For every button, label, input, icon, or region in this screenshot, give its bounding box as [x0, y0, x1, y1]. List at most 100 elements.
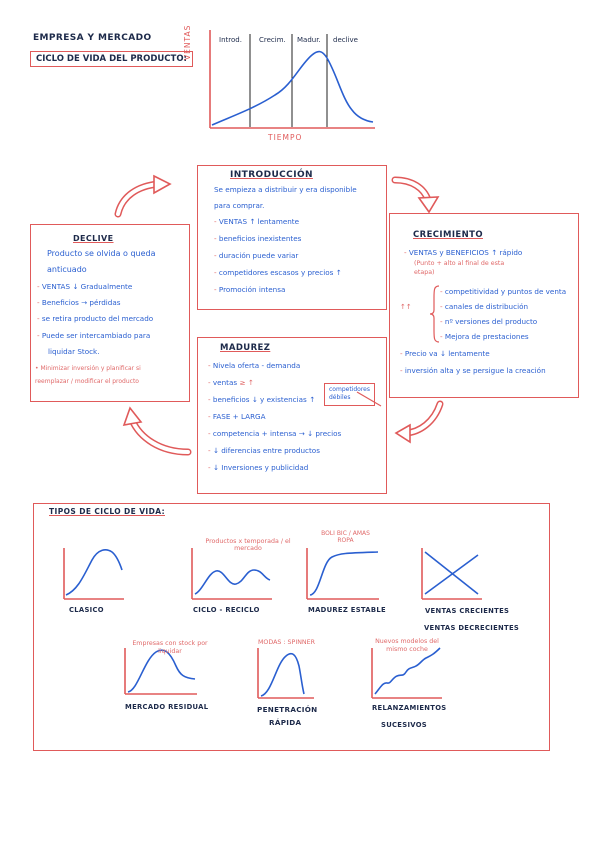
declive-lead-line-1: Producto se olvida o queda	[47, 249, 156, 258]
tipos-box: TIPOS DE CICLO DE VIDA:	[33, 503, 550, 751]
arrow-declive-to-introduccion	[114, 174, 172, 218]
madurez-side-note-line-2: débiles	[329, 394, 351, 402]
tipo-label-sucesivos: SUCESIVOS	[381, 721, 427, 729]
introduccion-lead-line-2: para comprar.	[214, 201, 265, 210]
declive-item: - Beneficios → pérdidas	[37, 298, 121, 307]
tipo-note-mercado-residual: Empresas con stock por liquidar	[126, 640, 214, 655]
introduccion-item-text: beneficios inexistentes	[218, 234, 302, 243]
crecimiento-item: - Precio va ↓ lentamente	[400, 349, 490, 358]
tipo-note-madurez-estable: BOLI BIC / AMAS ROPA	[318, 530, 373, 544]
crecimiento-note-line-2: etapa)	[414, 269, 435, 276]
madurez-item: - ventas ≥ ↑	[208, 378, 254, 387]
madurez-title: MADUREZ	[220, 343, 271, 353]
madurez-item-text: FASE + LARGA	[212, 412, 266, 421]
tipo-label-mercado-residual: MERCADO RESIDUAL	[125, 703, 209, 711]
madurez-item: - Nivela oferta - demanda	[208, 361, 301, 370]
topic-title-text: CICLO DE VIDA DEL PRODUCTO:	[36, 54, 187, 64]
madurez-box: MADUREZ - Nivela oferta - demanda - vent…	[197, 337, 387, 494]
top-chart-xlabel: TIEMPO	[268, 133, 303, 142]
chart-ventas-cruzadas	[421, 548, 482, 600]
phase-label-declive: declive	[333, 36, 358, 44]
crecimiento-group-marker: ↑↑	[400, 303, 412, 311]
introduccion-item: - Promoción intensa	[214, 285, 286, 294]
crecimiento-item: - inversión alta y se persigue la creaci…	[400, 366, 546, 375]
chart-madurez-estable	[306, 548, 379, 600]
arrow-crecimiento-to-madurez	[394, 400, 444, 444]
introduccion-item: - competidores escasos y precios ↑	[214, 268, 342, 277]
tipo-label-clasico: CLASICO	[69, 606, 104, 614]
madurez-item-text: Nivela oferta - demanda	[212, 361, 301, 370]
declive-tip-line-1: • Minimizar inversión y planificar si	[35, 365, 141, 372]
crecimiento-note: (Punto + alto al final de esta etapa)	[414, 260, 504, 276]
madurez-item-text: ↓ diferencias entre productos	[212, 446, 320, 455]
crecimiento-group-item-text: canales de distribución	[444, 302, 529, 311]
tipo-note-relanzamientos: Nuevos modelos del mismo coche	[372, 638, 442, 653]
chart-penetracion-rapida	[257, 648, 314, 699]
chart-relanzamientos	[371, 647, 442, 699]
declive-item-text: VENTAS ↓ Gradualmente	[41, 282, 133, 291]
madurez-item: - ↓ diferencias entre productos	[208, 446, 320, 455]
madurez-item-text: beneficios ↓ y existencias ↑	[212, 395, 316, 404]
declive-lead-line-2: anticuado	[47, 265, 87, 274]
tipo-note-madurez-estable-text: BOLI BIC / AMAS ROPA	[321, 530, 370, 544]
declive-item-text: se retira producto del mercado	[41, 314, 154, 323]
introduccion-item-text: Promoción intensa	[218, 285, 286, 294]
introduccion-item-text: VENTAS ↑ lentamente	[218, 217, 300, 226]
declive-item-text: liquidar Stock.	[48, 347, 100, 356]
crecimiento-group-item-text: Mejora de prestaciones	[444, 332, 529, 341]
introduccion-item-text: duración puede variar	[218, 251, 299, 260]
tipo-note-penetracion: MODAS : SPINNER	[258, 639, 315, 646]
madurez-side-note-line-1: competidores	[329, 386, 370, 393]
tipos-title: TIPOS DE CICLO DE VIDA:	[49, 507, 165, 516]
tipo-label-ciclo-reciclo: CICLO - RECICLO	[193, 606, 260, 614]
declive-item: liquidar Stock.	[48, 348, 100, 355]
phase-label-madur: Madur.	[297, 36, 321, 44]
chart-mercado-residual	[124, 648, 197, 695]
phase-label-crecim: Crecim.	[259, 36, 286, 44]
arrow-introduccion-to-crecimiento	[391, 176, 440, 214]
madurez-item: - beneficios ↓ y existencias ↑	[208, 395, 316, 404]
crecimiento-title: CRECIMIENTO	[413, 230, 483, 240]
crecimiento-item-text: inversión alta y se persigue la creación	[404, 366, 546, 375]
madurez-side-note: competidores débiles	[324, 383, 375, 406]
crecimiento-item: - VENTAS y BENEFICIOS ↑ rápido	[404, 248, 523, 257]
introduccion-item: - VENTAS ↑ lentamente	[214, 217, 300, 226]
tipo-label-madurez-estable: MADUREZ ESTABLE	[308, 606, 386, 614]
crecimiento-group-item: - nº versiones del producto	[440, 317, 538, 326]
crecimiento-item-text: Precio va ↓ lentamente	[404, 349, 490, 358]
introduccion-item: - beneficios inexistentes	[214, 234, 302, 243]
subject-title: EMPRESA Y MERCADO	[33, 33, 152, 43]
tipo-label-relanzamientos: RELANZAMIENTOS	[372, 704, 447, 712]
introduccion-item: - duración puede variar	[214, 251, 299, 260]
madurez-side-arrow	[356, 391, 382, 407]
declive-item: - Puede ser intercambiado para	[37, 331, 151, 340]
crecimiento-item-text: VENTAS y BENEFICIOS ↑ rápido	[408, 248, 523, 257]
crecimiento-group-item-text: nº versiones del producto	[444, 317, 538, 326]
introduccion-lead-line-1: Se empieza a distribuir y era disponible	[214, 185, 357, 194]
madurez-item-text: ventas	[212, 378, 238, 387]
declive-box: DECLIVE Producto se olvida o queda antic…	[30, 224, 190, 402]
declive-title: DECLIVE	[73, 234, 114, 243]
tipo-label-rapida: RÁPIDA	[269, 718, 302, 727]
madurez-item-text: competencia + intensa → ↓ precios	[212, 429, 342, 438]
introduccion-title: INTRODUCCIÓN	[230, 170, 313, 180]
crecimiento-group-item-text: competitividad y puntos de venta	[444, 287, 567, 296]
top-chart-curve	[211, 50, 374, 126]
declive-item-text: Puede ser intercambiado para	[41, 331, 151, 340]
tipo-label-penetracion: PENETRACIÓN	[257, 705, 318, 714]
declive-item: - se retira producto del mercado	[37, 314, 154, 323]
declive-item: - VENTAS ↓ Gradualmente	[37, 282, 133, 291]
crecimiento-group-item: - Mejora de prestaciones	[440, 332, 529, 341]
introduccion-box: INTRODUCCIÓN Se empieza a distribuir y e…	[197, 165, 387, 310]
declive-tip: • Minimizar inversión y planificar si re…	[35, 366, 141, 385]
tipo-label-ventas-decrecientes: VENTAS DECRECIENTES	[424, 624, 520, 632]
madurez-item: - ↓ Inversiones y publicidad	[208, 463, 309, 472]
declive-tip-line-1-text: Minimizar inversión y planificar si	[40, 365, 141, 372]
tipo-label-ventas-crecientes: VENTAS CRECIENTES	[425, 607, 510, 615]
crecimiento-group-marker-text: ↑↑	[400, 303, 412, 311]
crecimiento-box: CRECIMIENTO - VENTAS y BENEFICIOS ↑ rápi…	[389, 213, 579, 398]
tipo-note-ciclo-reciclo: Productos x temporada / el mercado	[203, 538, 293, 552]
tipo-note-relanzamientos-text: Nuevos modelos del mismo coche	[375, 638, 439, 653]
